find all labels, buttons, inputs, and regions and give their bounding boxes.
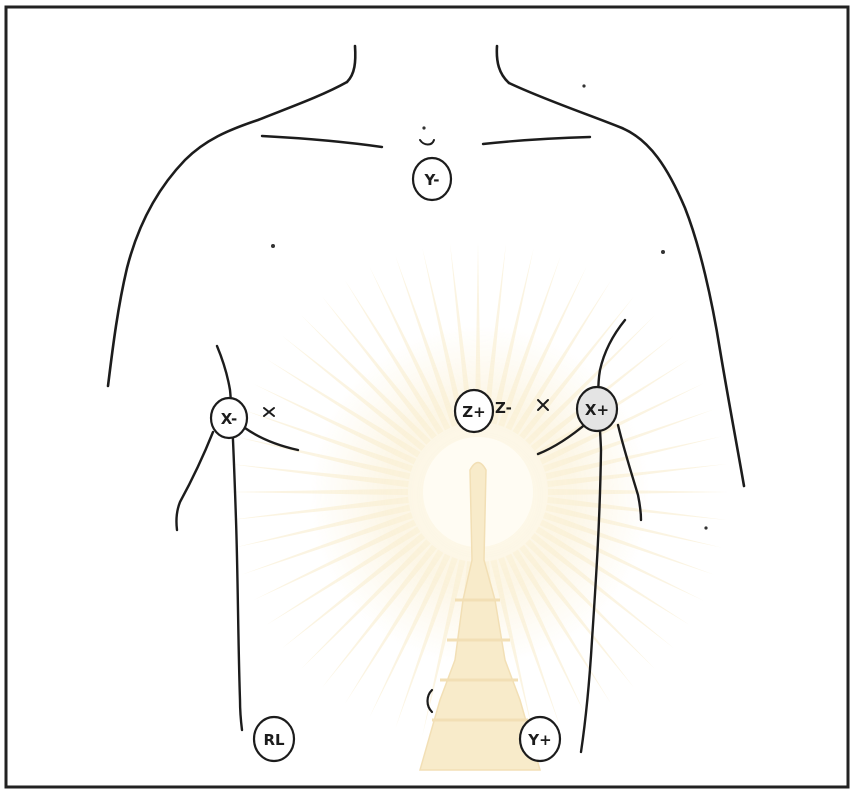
electrode-y-plus-label: Y+ <box>527 731 551 749</box>
speck <box>271 244 275 248</box>
electrode-z-plus-label: Z+ <box>462 403 485 421</box>
speck <box>704 526 707 529</box>
electrode-x-minus: X- <box>211 398 247 438</box>
electrode-z-plus: Z+ <box>455 390 493 432</box>
speck <box>582 84 585 87</box>
electrode-rl-label: RL <box>263 731 285 749</box>
speck <box>661 250 665 254</box>
electrode-x-plus-label: X+ <box>585 401 609 419</box>
electrode-x-plus: X+ <box>577 387 617 431</box>
electrode-z-minus-label: Z- <box>495 399 512 417</box>
electrode-y-minus: Y- <box>413 158 451 200</box>
electrode-y-plus: Y+ <box>520 717 560 761</box>
electrode-y-minus-label: Y- <box>424 171 440 189</box>
speck <box>422 126 425 129</box>
electrode-rl: RL <box>254 717 294 761</box>
electrode-x-minus-label: X- <box>221 410 238 428</box>
